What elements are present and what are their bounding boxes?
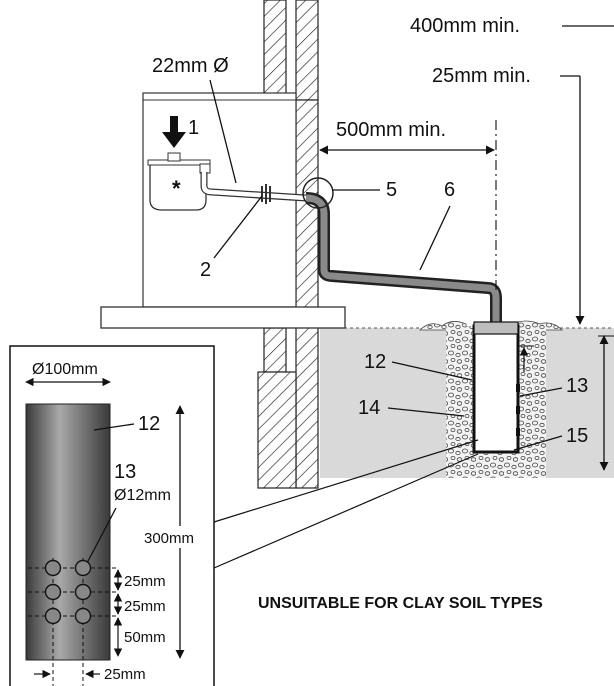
inset-hole-diameter-label: Ø12mm — [114, 487, 171, 504]
dim-500mm-min-label: 500mm min. — [336, 119, 446, 141]
worktop-shelf — [100, 306, 346, 329]
label-13-leader — [519, 387, 563, 397]
inset-hole — [44, 559, 62, 577]
inset-hole-leader — [85, 507, 117, 566]
inset-hole — [74, 559, 92, 577]
inset-spacing-3-label: 50mm — [124, 629, 166, 646]
external-pipe: 5 6 — [302, 177, 502, 326]
inset-spacing-1-label: 25mm — [124, 573, 166, 590]
inset-diameter-label: Ø100mm — [32, 361, 98, 378]
wall-lower-left-leaf — [263, 327, 287, 373]
label-12: 12 — [364, 351, 386, 373]
label-12-leader — [391, 361, 473, 381]
dimensions: 400mm min. 25mm min. 500mm min. — [319, 15, 614, 471]
label-15-leader — [513, 435, 563, 451]
inset-hole — [74, 607, 92, 625]
inset-height-label: 300mm — [144, 530, 194, 547]
label-14-leader — [387, 407, 465, 417]
tube-holes — [516, 384, 520, 436]
soakaway-cap — [473, 321, 519, 335]
dim-400mm-min-label: 400mm min. — [410, 15, 520, 37]
label-6-leader — [419, 205, 451, 271]
trap-inlet — [167, 152, 181, 162]
wall-right-leaf — [295, 99, 319, 489]
inset-detail: Ø100mm 12 13 Ø12mm 300mm 25mm 25mm — [9, 345, 215, 686]
inset-hole — [74, 583, 92, 601]
pipe-diameter-leader — [209, 79, 237, 184]
label-2: 2 — [200, 259, 211, 281]
pipe-diameter-label: 22mm Ø — [152, 55, 229, 77]
inset-label-12: 12 — [138, 413, 160, 435]
label-2-leader — [213, 195, 263, 259]
inset-spacing-2-label: 25mm — [124, 598, 166, 615]
callout-line-upper — [213, 439, 479, 523]
label-13: 13 — [566, 375, 588, 397]
wall-seal-ring — [302, 177, 334, 209]
condensate-trap — [149, 162, 207, 211]
callout-line-lower — [213, 453, 479, 569]
inset-label-13: 13 — [114, 461, 136, 483]
wall-footing — [257, 371, 297, 489]
inset-hole — [44, 607, 62, 625]
soakaway: 12 14 13 15 — [358, 321, 588, 454]
inset-bottom-spacing-label: 25mm — [104, 666, 146, 683]
label-15: 15 — [566, 425, 588, 447]
label-6: 6 — [444, 179, 455, 201]
pipe-clip — [261, 184, 271, 204]
wall-upper-left-leaf — [263, 0, 287, 101]
appliance: 1 * 22mm Ø 2 — [100, 55, 346, 329]
trap-outlet — [199, 163, 211, 174]
wall-upper-right-leaf — [295, 0, 319, 101]
soakaway-tube — [472, 324, 520, 454]
inset-label-12-leader — [93, 423, 135, 431]
asterisk-label: * — [172, 176, 181, 201]
warning-text: UNSUITABLE FOR CLAY SOIL TYPES — [258, 595, 543, 612]
inset-hole — [44, 583, 62, 601]
gravel-backfill-left — [446, 326, 474, 474]
label-14: 14 — [358, 397, 380, 419]
inset-tube — [25, 403, 111, 661]
label-5: 5 — [386, 179, 397, 201]
label-1: 1 — [188, 117, 199, 139]
inset-holes — [28, 558, 118, 686]
dim-25mm-min-label: 25mm min. — [432, 65, 531, 87]
gravel-backfill-bottom — [446, 450, 546, 478]
down-arrow-icon — [162, 116, 186, 148]
